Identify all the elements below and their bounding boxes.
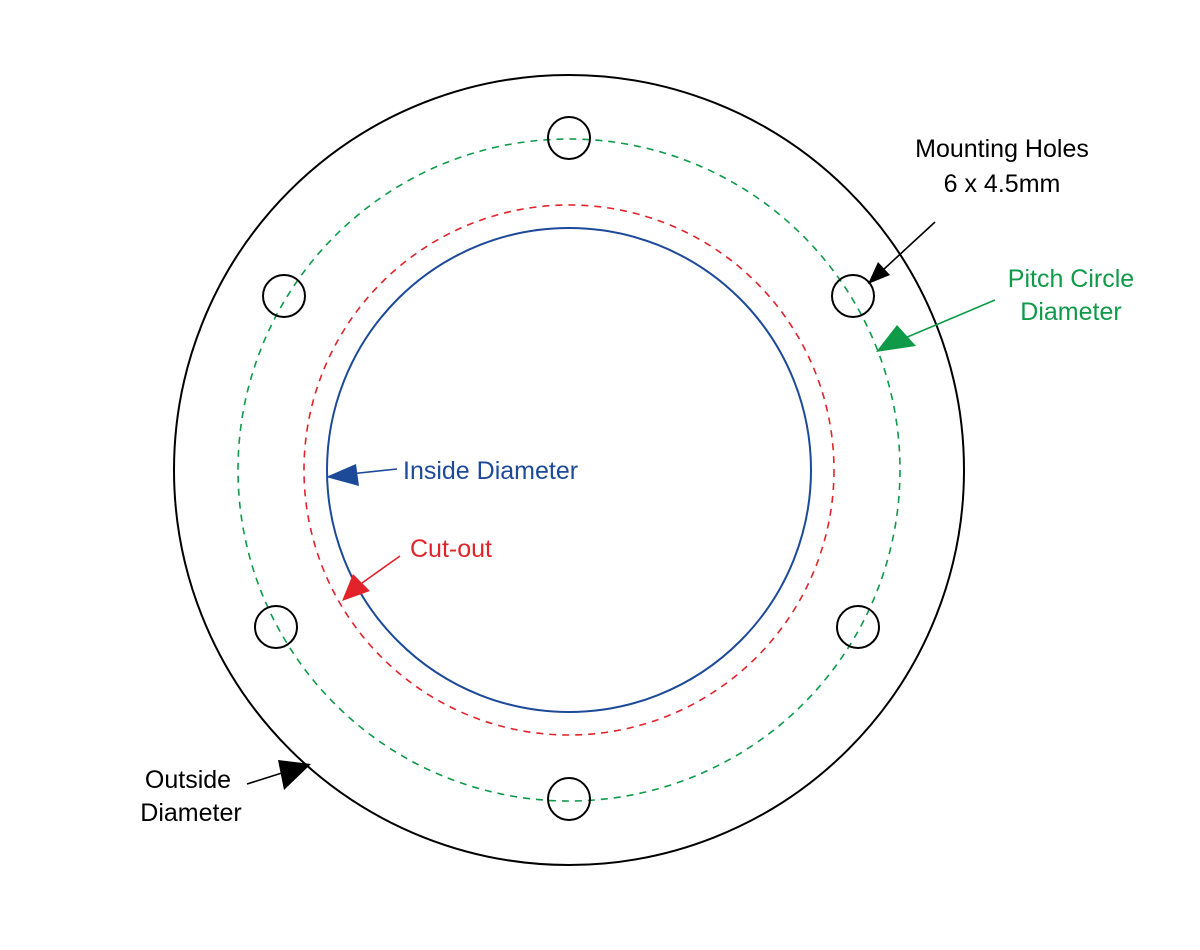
mounting-hole	[262, 274, 306, 318]
mounting-hole	[831, 274, 875, 318]
inside-diameter-arrow	[326, 464, 398, 486]
inside-diameter-circle	[326, 227, 812, 713]
inside-diameter-label: Inside Diameter	[403, 457, 578, 485]
outside-diameter-arrow	[246, 760, 311, 790]
mounting-hole	[547, 116, 591, 160]
cut-out-circle	[303, 204, 835, 736]
mounting-holes	[254, 116, 880, 821]
mounting-holes-label: Mounting Holes	[915, 135, 1089, 163]
cut-out-arrow	[342, 555, 401, 601]
outside-diameter-label-line2: Diameter	[140, 799, 241, 827]
mounting-hole	[254, 605, 298, 649]
outside-diameter-label: Outside	[145, 766, 231, 794]
pitch-circle-arrow	[876, 299, 996, 352]
mounting-hole	[547, 777, 591, 821]
mounting-holes-arrow	[868, 221, 936, 284]
pitch-circle-label: Pitch Circle	[1008, 265, 1134, 293]
mounting-holes-size-label: 6 x 4.5mm	[944, 170, 1061, 198]
pitch-circle	[237, 138, 901, 802]
pitch-circle-label-line2: Diameter	[1020, 298, 1121, 326]
cut-out-label: Cut-out	[410, 535, 492, 563]
mounting-hole	[836, 605, 880, 649]
outside-diameter-circle	[173, 74, 965, 866]
